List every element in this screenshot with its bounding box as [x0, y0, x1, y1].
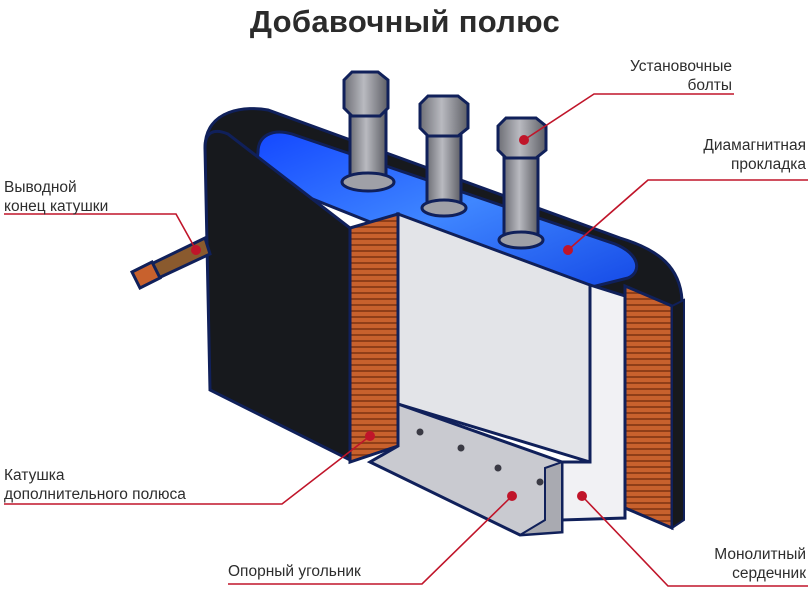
label-coil-line1: Катушка	[4, 467, 65, 484]
label-lead-line2: конец катушки	[4, 198, 109, 215]
coil-front-copper	[348, 212, 400, 465]
pointer-lead	[4, 213, 197, 251]
label-gasket-line2: прокладка	[730, 156, 806, 173]
pointer-core	[581, 495, 808, 587]
diagram-title: Добавочный полюс	[249, 4, 561, 39]
pointer-dots	[191, 135, 587, 501]
monolithic-core	[396, 211, 627, 522]
angle-hole	[457, 444, 465, 452]
pointer-coil	[4, 435, 371, 505]
dot-bolts	[519, 135, 529, 145]
label-core: Монолитный сердечник	[714, 545, 806, 583]
label-bolts-line1: Установочные	[629, 58, 732, 75]
label-core-line2: сердечник	[732, 565, 806, 582]
label-coil: Катушка дополнительного полюса	[4, 466, 186, 504]
dot-gasket	[563, 245, 573, 255]
angle-hole	[494, 464, 502, 472]
dot-lead	[191, 245, 201, 255]
label-angle-line1: Опорный угольник	[228, 563, 361, 580]
dot-core	[577, 491, 587, 501]
pointer-gasket	[567, 179, 808, 251]
label-angle: Опорный угольник	[228, 562, 361, 581]
label-coil-line2: дополнительного полюса	[4, 486, 186, 503]
pointer-angle	[228, 495, 513, 585]
bolt-1	[340, 70, 396, 193]
pointer-lines	[4, 93, 808, 587]
coil-lead	[129, 235, 212, 291]
label-bolts-line2: болты	[687, 77, 732, 94]
label-gasket-line1: Диамагнитная	[703, 137, 806, 154]
support-angle	[366, 401, 564, 537]
label-lead: Выводной конец катушки	[4, 178, 108, 216]
pointer-bolts	[523, 93, 734, 141]
label-bolts: Установочные болты	[630, 57, 732, 95]
label-lead-line1: Выводной	[4, 179, 77, 196]
bolt-2	[418, 94, 470, 218]
dot-coil	[365, 431, 375, 441]
label-core-line1: Монолитный	[714, 546, 806, 563]
label-gasket: Диамагнитная прокладка	[703, 136, 806, 174]
dot-angle	[507, 491, 517, 501]
coil-right-copper	[623, 283, 685, 531]
angle-hole	[416, 428, 424, 436]
angle-hole	[536, 478, 544, 486]
